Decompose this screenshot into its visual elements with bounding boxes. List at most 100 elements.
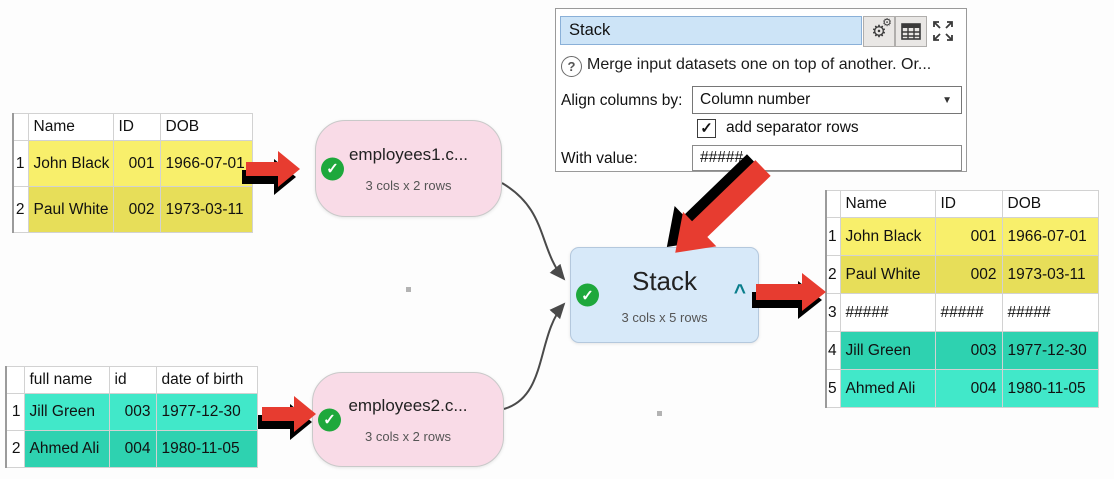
table-row: 2 Paul White 002 1973-03-11 <box>12 186 253 233</box>
expand-panel-button[interactable] <box>928 16 958 45</box>
cell-id: ##### <box>934 293 1003 332</box>
column-header: ID <box>112 113 161 141</box>
cell-name: John Black <box>839 217 936 256</box>
help-icon[interactable]: ? <box>561 56 582 77</box>
align-columns-select[interactable]: Column number ▼ <box>692 86 962 114</box>
cell-dob: 1980-11-05 <box>1001 369 1099 408</box>
column-header: ID <box>934 190 1003 218</box>
cell-dob: 1980-11-05 <box>155 430 258 468</box>
cell-dob: 1973-03-11 <box>159 186 253 233</box>
row-number: 1 <box>825 217 841 256</box>
cell-name: Paul White <box>27 186 114 233</box>
table-header-row: Name ID DOB <box>825 190 1099 218</box>
selected-option: Column number <box>700 91 811 108</box>
table-icon <box>901 23 921 40</box>
table-row: 2 Paul White 002 1973-03-11 <box>825 255 1099 294</box>
transform-description: Merge input datasets one on top of anoth… <box>587 56 932 73</box>
settings-gear-button[interactable]: ⚙ ⚙ <box>863 16 895 47</box>
output-preview-table: Name ID DOB 1 John Black 001 1966-07-01 … <box>825 190 1099 408</box>
cell-id: 001 <box>112 140 161 187</box>
cell-id: 004 <box>934 369 1003 408</box>
input2-preview-table: full name id date of birth 1 Jill Green … <box>5 366 258 468</box>
column-header: full name <box>23 366 110 394</box>
add-separator-rows-label: add separator rows <box>726 119 859 136</box>
table-view-button[interactable] <box>895 16 927 47</box>
column-header: date of birth <box>155 366 258 394</box>
row-number: 1 <box>12 140 29 187</box>
cell-id: 003 <box>108 393 157 431</box>
cell-name: Paul White <box>839 255 936 294</box>
table-header-row: full name id date of birth <box>5 366 258 394</box>
canvas-grid-dot <box>406 287 411 292</box>
gear-icon: ⚙ <box>882 17 892 29</box>
cell-name: ##### <box>839 293 936 332</box>
cell-dob: 1973-03-11 <box>1001 255 1099 294</box>
column-header: id <box>108 366 157 394</box>
node-title: Stack <box>631 265 698 296</box>
cell-id: 002 <box>112 186 161 233</box>
cell-name: Ahmed Ali <box>23 430 110 468</box>
success-check-icon: ✓ <box>321 157 344 180</box>
table-header-row: Name ID DOB <box>12 113 253 141</box>
chevron-down-icon: ▼ <box>942 95 952 106</box>
gear-icon: ⚙ <box>871 22 887 41</box>
node-dimensions: 3 cols x 5 rows <box>621 309 708 325</box>
add-separator-rows-checkbox[interactable]: ✓ <box>697 119 716 138</box>
row-number: 5 <box>825 369 841 408</box>
table-row: 1 John Black 001 1966-07-01 <box>12 140 253 187</box>
stack-settings-panel: Stack ⚙ ⚙ <box>555 8 967 172</box>
input1-preview-table: Name ID DOB 1 John Black 001 1966-07-01 … <box>12 113 253 233</box>
transform-name-input[interactable]: Stack <box>560 16 862 45</box>
table-row: 2 Ahmed Ali 004 1980-11-05 <box>5 430 258 468</box>
success-check-icon: ✓ <box>576 283 599 307</box>
table-row: 1 Jill Green 003 1977-12-30 <box>5 393 258 431</box>
node-employees1[interactable]: ✓ employees1.c... 3 cols x 2 rows <box>315 120 502 217</box>
canvas-grid-dot <box>657 411 662 416</box>
table-row: 1 John Black 001 1966-07-01 <box>825 217 1099 256</box>
cell-id: 001 <box>934 217 1003 256</box>
table-row: 4 Jill Green 003 1977-12-30 <box>825 331 1099 370</box>
cell-name: Jill Green <box>839 331 936 370</box>
column-header: DOB <box>159 113 253 141</box>
cell-dob: 1977-12-30 <box>155 393 258 431</box>
column-header: DOB <box>1001 190 1099 218</box>
node-employees2[interactable]: ✓ employees2.c... 3 cols x 2 rows <box>312 372 504 467</box>
row-number: 2 <box>5 430 25 468</box>
separator-row: 3 ##### ##### ##### <box>825 293 1099 332</box>
table-row: 5 Ahmed Ali 004 1980-11-05 <box>825 369 1099 408</box>
node-title: employees2.c... <box>348 395 468 415</box>
with-value-label: With value: <box>561 150 638 167</box>
node-dimensions: 3 cols x 2 rows <box>365 428 451 444</box>
cell-id: 004 <box>108 430 157 468</box>
expand-icon <box>933 20 953 41</box>
node-dimensions: 3 cols x 2 rows <box>365 177 452 193</box>
cell-name: John Black <box>27 140 114 187</box>
node-title: employees1.c... <box>348 144 469 164</box>
align-columns-label: Align columns by: <box>561 92 683 109</box>
red-arrow-output <box>752 273 826 319</box>
cell-id: 002 <box>934 255 1003 294</box>
wire-input2-to-stack <box>503 302 566 410</box>
checkmark-icon: ✓ <box>700 120 713 137</box>
cell-name: Jill Green <box>23 393 110 431</box>
cell-dob: 1966-07-01 <box>159 140 253 187</box>
cell-dob: 1966-07-01 <box>1001 217 1099 256</box>
cell-dob: 1977-12-30 <box>1001 331 1099 370</box>
cell-dob: ##### <box>1001 293 1099 332</box>
success-check-icon: ✓ <box>318 408 341 431</box>
column-header: Name <box>27 113 114 141</box>
row-number: 1 <box>5 393 25 431</box>
row-number-header <box>12 113 29 141</box>
wire-input1-to-stack <box>501 182 566 281</box>
row-number-header <box>5 366 25 394</box>
node-stack[interactable]: ✓ Stack 3 cols x 5 rows ^ <box>570 247 759 343</box>
column-header: Name <box>839 190 936 218</box>
with-value-input[interactable]: ##### <box>692 145 962 171</box>
row-number: 2 <box>825 255 841 294</box>
row-number-header <box>825 190 841 218</box>
cell-id: 003 <box>934 331 1003 370</box>
red-arrow-input2 <box>258 396 316 440</box>
row-number: 2 <box>12 186 29 233</box>
row-number: 3 <box>825 293 841 332</box>
